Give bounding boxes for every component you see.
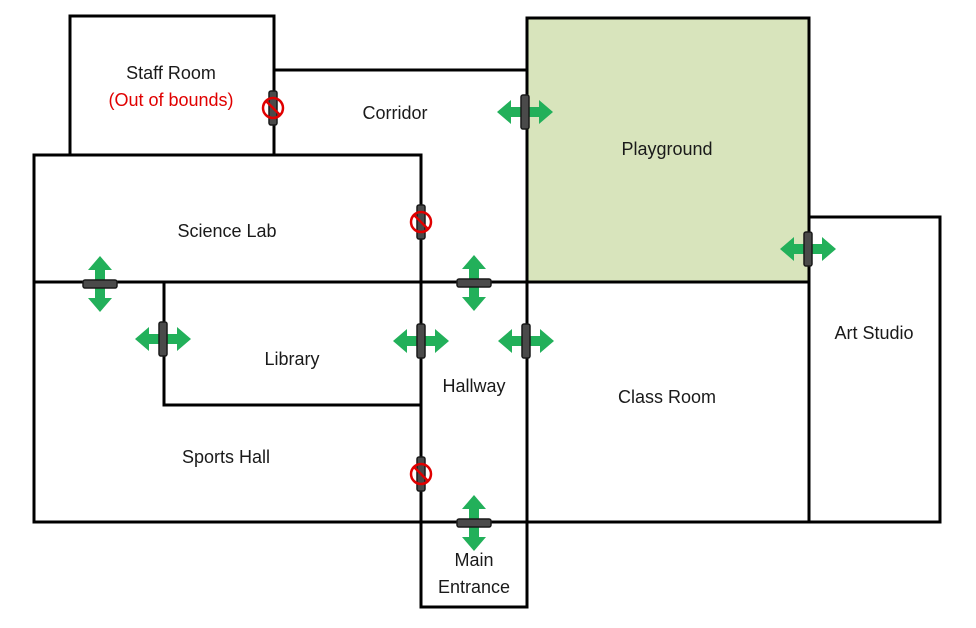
main-entrance-label-line2: Entrance (438, 577, 510, 597)
door-corridor-hallway (456, 255, 492, 311)
staff-room-note: (Out of bounds) (108, 90, 233, 110)
hallway-label: Hallway (442, 376, 505, 396)
door-corridor-playground (497, 94, 553, 130)
door-hallway-main-entrance (456, 495, 492, 551)
library-label: Library (264, 349, 319, 369)
science-lab-label: Science Lab (177, 221, 276, 241)
corridor-wall (272, 68, 529, 284)
staff-room-wall (68, 14, 276, 157)
door-science-lab-sports-hall (82, 256, 118, 312)
library-wall (162, 280, 423, 407)
walls (32, 14, 942, 609)
blocked-door-science-lab-hallway (409, 204, 433, 240)
room-labels: Staff Room (Out of bounds) Corridor Play… (108, 63, 913, 597)
playground-label: Playground (621, 139, 712, 159)
class-room-label: Class Room (618, 387, 716, 407)
sports-hall-label: Sports Hall (182, 447, 270, 467)
corridor-label: Corridor (362, 103, 427, 123)
doors (82, 90, 836, 551)
playground-area (525, 16, 811, 284)
door-library-hallway (393, 323, 449, 359)
blocked-door-staff-room-corridor (261, 90, 285, 126)
blocked-door-sports-hall-hallway (409, 456, 433, 492)
staff-room-label: Staff Room (126, 63, 216, 83)
door-playground-art-studio (780, 231, 836, 267)
door-sports-hall-library (135, 321, 191, 357)
main-entrance-label-line1: Main (454, 550, 493, 570)
door-hallway-class-room (498, 323, 554, 359)
art-studio-label: Art Studio (834, 323, 913, 343)
